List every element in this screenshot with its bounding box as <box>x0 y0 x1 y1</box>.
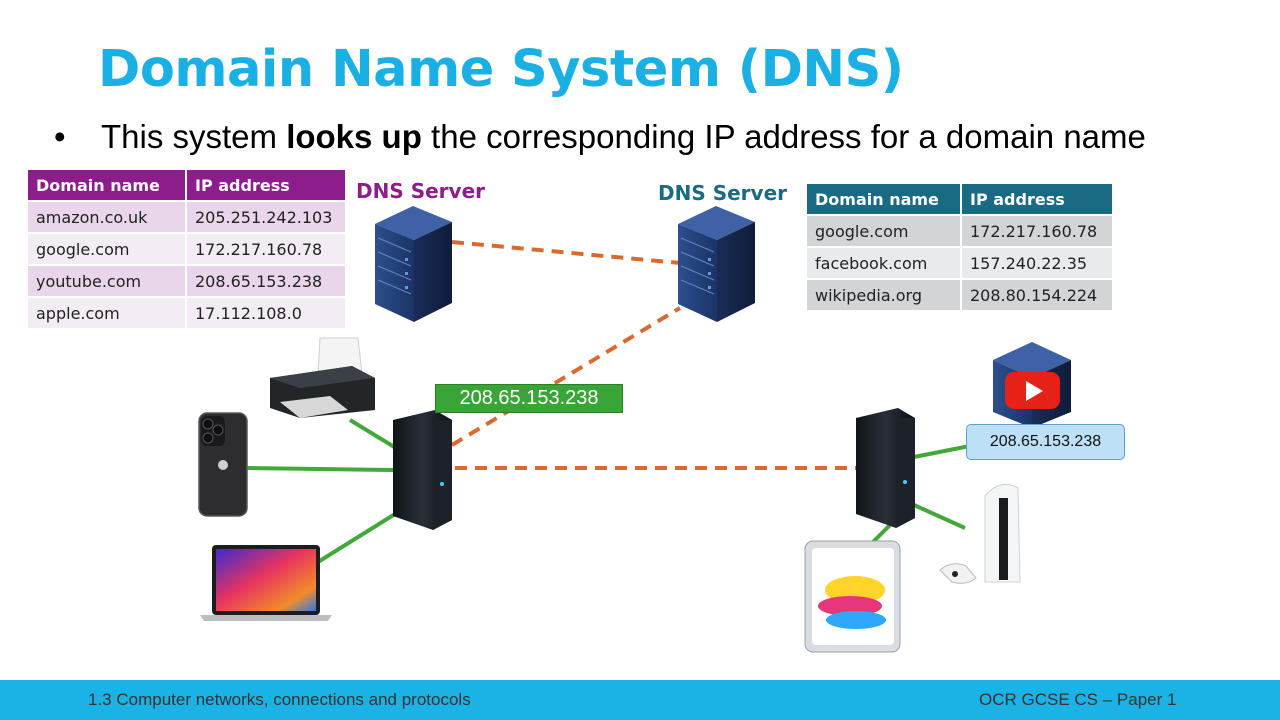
table-row: google.com 172.217.160.78 <box>807 214 1114 247</box>
printer-icon <box>270 337 375 418</box>
bullet-text-suffix: the corresponding IP address for a domai… <box>421 118 1146 155</box>
ip-cell: 205.251.242.103 <box>186 200 347 233</box>
table-header-ip: IP address <box>186 170 347 201</box>
dns-server-left-icon <box>375 206 452 322</box>
laptop-link <box>316 512 397 564</box>
ip-cell: 157.240.22.35 <box>961 246 1114 279</box>
footer-bar: 1.3 Computer networks, connections and p… <box>0 680 1280 720</box>
table-header-domain: Domain name <box>28 170 187 201</box>
bullet-dot-icon: • <box>54 118 66 155</box>
network-diagram <box>198 206 1071 653</box>
domain-cell: google.com <box>28 232 187 265</box>
dns-server-right-icon <box>678 206 755 322</box>
dns-to-dns-link <box>451 240 681 265</box>
game-console-icon <box>939 483 1021 584</box>
table-header-ip: IP address <box>961 184 1114 215</box>
table-row: amazon.co.uk 205.251.242.103 <box>28 200 347 233</box>
table-row: apple.com 17.112.108.0 <box>28 296 347 328</box>
tablet-icon <box>804 540 901 653</box>
dns-server-right-label: DNS Server <box>658 181 788 205</box>
router-left-icon <box>393 410 452 530</box>
domain-cell: apple.com <box>28 296 187 328</box>
ip-cell: 208.80.154.224 <box>961 278 1114 310</box>
table-row: facebook.com 157.240.22.35 <box>807 246 1114 279</box>
ip-cell: 172.217.160.78 <box>186 232 347 265</box>
dns-table-left: Domain name IP address amazon.co.uk 205.… <box>28 170 347 328</box>
domain-cell: amazon.co.uk <box>28 200 187 233</box>
console-link <box>913 503 966 530</box>
bullet-text-prefix: This system <box>101 118 287 155</box>
table-row: wikipedia.org 208.80.154.224 <box>807 278 1114 310</box>
dns-table-right: Domain name IP address google.com 172.21… <box>807 184 1114 310</box>
bullet-point: • This system looks up the corresponding … <box>54 118 1146 156</box>
web-server-icon <box>993 342 1071 428</box>
phone-link <box>246 466 394 472</box>
phone-icon <box>198 412 248 517</box>
domain-cell: google.com <box>807 214 962 247</box>
printer-link <box>348 418 398 450</box>
ip-cell: 172.217.160.78 <box>961 214 1114 247</box>
footer-topic: 1.3 Computer networks, connections and p… <box>88 690 471 709</box>
wan-links <box>450 240 857 470</box>
table-header-domain: Domain name <box>807 184 962 215</box>
domain-cell: wikipedia.org <box>807 278 962 310</box>
domain-cell: youtube.com <box>28 264 187 297</box>
table-row: google.com 172.217.160.78 <box>28 232 347 265</box>
router-to-dns-link <box>450 306 682 447</box>
ip-cell: 17.112.108.0 <box>186 296 347 328</box>
footer-course: OCR GCSE CS – Paper 1 <box>979 690 1177 709</box>
slide-title: Domain Name System (DNS) <box>98 40 904 99</box>
returned-ip-label: 208.65.153.238 <box>435 384 623 413</box>
domain-cell: facebook.com <box>807 246 962 279</box>
dns-server-left-label: DNS Server <box>356 179 486 203</box>
ip-cell: 208.65.153.238 <box>186 264 347 297</box>
laptop-icon <box>200 545 332 621</box>
table-row: youtube.com 208.65.153.238 <box>28 264 347 297</box>
bullet-text-bold: looks up <box>286 118 422 155</box>
router-right-icon <box>856 408 915 528</box>
web-server-ip-label: 208.65.153.238 <box>966 424 1125 460</box>
